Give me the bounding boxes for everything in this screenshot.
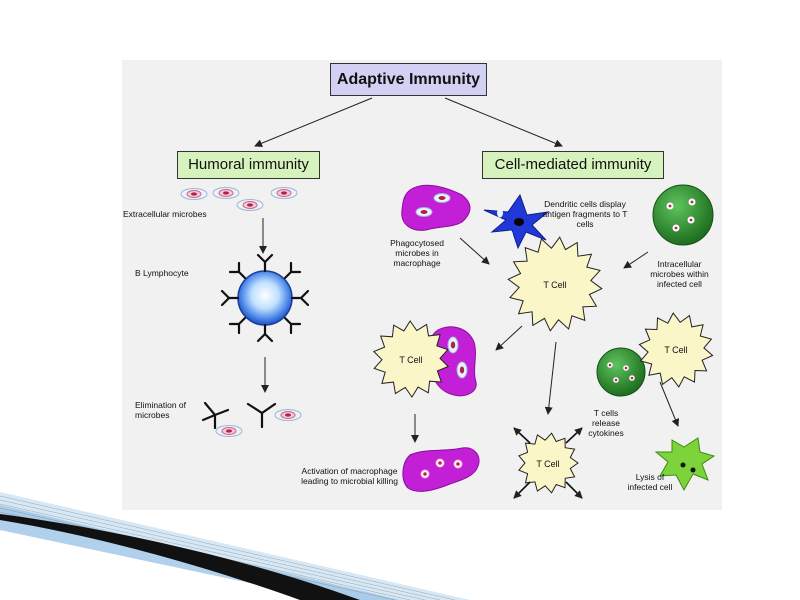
t-cell-left [372,320,450,398]
arrow-to-lysis [659,381,680,427]
infected-cell-small [596,347,646,397]
t-cell-left-label: T Cell [399,355,423,365]
dendritic-cell [483,193,550,250]
macrophage-with-tcell [428,326,477,397]
label-elimination: Elimination of microbes [135,400,187,420]
arrow-to-humoral [254,97,373,148]
label-dendritic: Dendritic cells display antigen fragment… [542,199,628,229]
b-lymphocyte-cell [220,253,310,343]
t-cell-right [638,312,714,388]
label-phagocytosed: Phagocytosed microbes in macrophage [390,238,444,268]
antibody-microbe-complexes [201,401,302,437]
cell-mediated-immunity-box: Cell-mediated immunity [482,151,664,179]
arrow-macrophage-to-tcell [459,237,490,265]
t-cell-cytokines-label: T Cell [536,459,560,469]
infected-cell-intracellular [652,184,714,246]
title-box: Adaptive Immunity [330,63,487,96]
extracellular-microbes [180,187,298,211]
activated-macrophage [402,447,480,492]
label-extracellular-microbes: Extracellular microbes [123,209,207,219]
t-cell-cytokines [518,432,579,494]
label-lysis: Lysis of infected cell [627,472,673,492]
t-cell-central [507,236,603,332]
label-activation: Activation of macrophage leading to micr… [301,466,398,486]
arrow-infected-to-tcell [623,251,649,269]
label-t-cells-release: T cells release cytokines [588,408,624,438]
lysed-infected-cell [654,437,716,492]
macrophage-phagocytosed [401,184,471,231]
label-intracellular: Intracellular microbes within infected c… [650,259,709,289]
arrow-tcell-to-cytokine-tcell [544,341,557,415]
t-cell-right-label: T Cell [664,345,688,355]
t-cell-central-label: T Cell [543,280,567,290]
slide-stripe-decoration [0,492,470,600]
humoral-immunity-box: Humoral immunity [177,151,320,179]
label-b-lymphocyte: B Lymphocyte [135,268,189,278]
cytokine-release-arrows [513,427,583,499]
arrow-to-cell-mediated [444,97,563,148]
arrow-tcell-to-macrophage-activation [495,325,523,351]
